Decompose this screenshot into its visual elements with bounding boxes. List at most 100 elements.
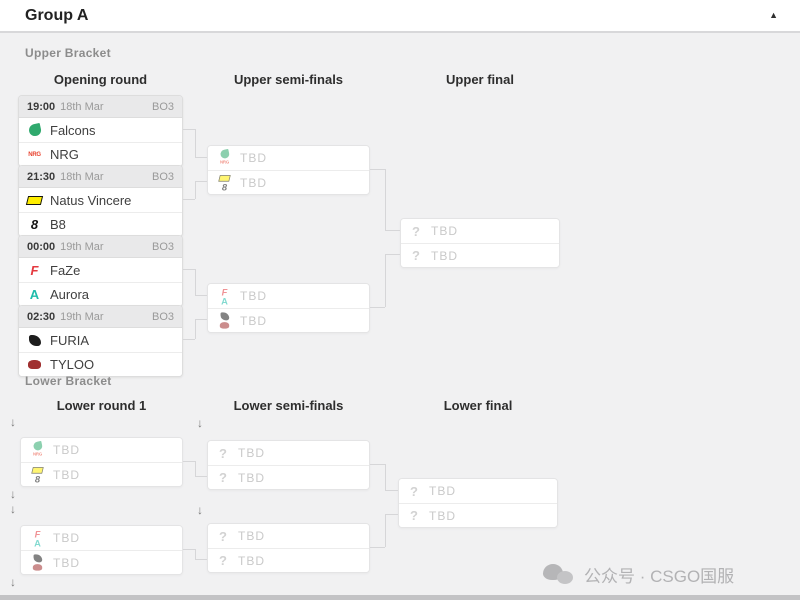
nrg-logo-icon: NRG	[32, 452, 42, 457]
possible-teams-icons	[29, 553, 45, 572]
match-format: BO3	[151, 310, 174, 323]
match-card-lower-semifinal-2[interactable]: ? TBD ? TBD	[207, 523, 370, 573]
group-header-bar[interactable]: Group A ▲	[0, 0, 800, 33]
possible-teams-icons: F A	[29, 528, 45, 548]
tbd-team-row[interactable]: NRG TBD	[21, 438, 182, 462]
connector-line	[195, 181, 196, 199]
group-title: Group A	[25, 7, 89, 24]
lower-bracket-label: Lower Bracket	[25, 374, 112, 388]
team-row-nrg[interactable]: NRG NRG	[19, 142, 182, 166]
match-header: 19:00 18th Mar BO3	[19, 96, 182, 118]
tbd-team-row[interactable]: 8 TBD	[21, 462, 182, 486]
tbd-team-row[interactable]: ? TBD	[401, 219, 559, 243]
team-name: FaZe	[50, 262, 81, 278]
aurora-logo-icon: A	[29, 287, 40, 302]
drop-arrow-icon: ↓	[10, 487, 16, 501]
falcons-logo-icon	[27, 123, 42, 138]
drop-arrow-icon: ↓	[10, 502, 16, 516]
watermark-text: 公众号 · CSGO国服	[584, 567, 735, 586]
match-card-upper-final[interactable]: ? TBD ? TBD	[400, 218, 560, 268]
natus-vincere-logo-icon	[219, 174, 230, 181]
column-header-upper-semifinals: Upper semi-finals	[233, 72, 344, 87]
match-card-upper-semifinal-1[interactable]: NRG TBD 8 TBD	[207, 145, 370, 195]
tbd-team-row[interactable]: ? TBD	[208, 548, 369, 572]
match-card-upper-semifinal-2[interactable]: F A TBD TBD	[207, 283, 370, 333]
team-row-tyloo[interactable]: TYLOO	[19, 352, 182, 376]
team-row-aurora[interactable]: A Aurora	[19, 282, 182, 306]
team-row-falcons[interactable]: Falcons	[19, 118, 182, 142]
connector-line	[183, 549, 195, 550]
match-card-opening-1[interactable]: 19:00 18th Mar BO3 Falcons NRG NRG	[18, 95, 183, 167]
possible-teams-icons: 8	[29, 465, 45, 485]
drop-arrow-icon: ↓	[10, 415, 16, 429]
team-row-furia[interactable]: FURIA	[19, 328, 182, 352]
team-row-faze[interactable]: F FaZe	[19, 258, 182, 282]
furia-logo-icon	[219, 312, 230, 319]
team-name: B8	[50, 217, 66, 232]
falcons-logo-icon	[32, 442, 43, 449]
match-time: 21:30	[27, 170, 56, 183]
tbd-team-row[interactable]: ? TBD	[208, 524, 369, 548]
faze-logo-icon: F	[34, 528, 40, 539]
team-row-b8[interactable]: 8 B8	[19, 212, 182, 236]
connector-line	[195, 269, 196, 295]
tbd-label: TBD	[431, 248, 458, 263]
watermark: 公众号 · CSGO国服	[543, 562, 734, 587]
match-date: 18th Mar	[60, 100, 104, 113]
tbd-team-row[interactable]: TBD	[21, 550, 182, 574]
possible-teams-icons: NRG	[216, 149, 232, 168]
tbd-team-row[interactable]: NRG TBD	[208, 146, 369, 170]
connector-line	[195, 549, 196, 559]
unknown-team-icon: ?	[412, 248, 420, 263]
tbd-team-row[interactable]: ? TBD	[399, 479, 557, 503]
match-date: 18th Mar	[60, 170, 104, 183]
match-date: 19th Mar	[60, 240, 104, 253]
tbd-team-row[interactable]: ? TBD	[208, 465, 369, 489]
natus-vincere-logo-icon	[27, 193, 42, 208]
tbd-team-row[interactable]: ? TBD	[208, 441, 369, 465]
tbd-label: TBD	[238, 446, 265, 460]
team-name: FURIA	[50, 332, 89, 348]
team-row-navi[interactable]: Natus Vincere	[19, 188, 182, 212]
tbd-team-row[interactable]: F A TBD	[21, 526, 182, 550]
tbd-label: TBD	[429, 508, 456, 523]
b8-logo-icon: 8	[221, 181, 227, 193]
match-time: 19:00	[27, 100, 56, 113]
match-header: 00:00 19th Mar BO3	[19, 236, 182, 258]
tbd-label: TBD	[238, 529, 265, 543]
connector-line	[183, 199, 195, 200]
unknown-team-icon: ?	[219, 553, 227, 568]
match-card-lower-round1-2[interactable]: F A TBD TBD	[20, 525, 183, 575]
match-time: 00:00	[27, 240, 56, 253]
collapse-caret-icon[interactable]: ▲	[769, 10, 778, 20]
unknown-team-icon: ?	[219, 470, 227, 485]
match-card-opening-3[interactable]: 00:00 19th Mar BO3 F FaZe A Aurora	[18, 235, 183, 307]
unknown-team-icon: ?	[410, 483, 418, 499]
connector-line	[195, 295, 207, 296]
aurora-logo-icon: A	[33, 537, 41, 548]
connector-line	[195, 319, 207, 320]
tbd-label: TBD	[53, 531, 80, 545]
tbd-team-row[interactable]: 8 TBD	[208, 170, 369, 194]
connector-line	[385, 254, 400, 255]
match-card-lower-final[interactable]: ? TBD ? TBD	[398, 478, 558, 528]
connector-line	[370, 547, 385, 548]
match-card-lower-round1-1[interactable]: NRG TBD 8 TBD	[20, 437, 183, 487]
tbd-team-row[interactable]: F A TBD	[208, 284, 369, 308]
match-header: 21:30 18th Mar BO3	[19, 166, 182, 188]
tbd-team-row[interactable]: ? TBD	[401, 243, 559, 267]
bottom-scrollbar[interactable]	[0, 595, 800, 600]
connector-line	[195, 319, 196, 339]
tbd-team-row[interactable]: ? TBD	[399, 503, 557, 527]
tbd-team-row[interactable]: TBD	[208, 308, 369, 332]
match-time: 02:30	[27, 310, 56, 323]
natus-vincere-logo-icon	[32, 466, 43, 473]
tbd-label: TBD	[53, 467, 80, 482]
match-card-lower-semifinal-1[interactable]: ? TBD ? TBD	[207, 440, 370, 490]
match-date: 19th Mar	[60, 310, 104, 323]
match-card-opening-2[interactable]: 21:30 18th Mar BO3 Natus Vincere 8 B8	[18, 165, 183, 237]
match-card-opening-4[interactable]: 02:30 19th Mar BO3 FURIA TYLOO	[18, 305, 183, 377]
team-name: Falcons	[50, 122, 96, 138]
connector-line	[183, 461, 195, 462]
